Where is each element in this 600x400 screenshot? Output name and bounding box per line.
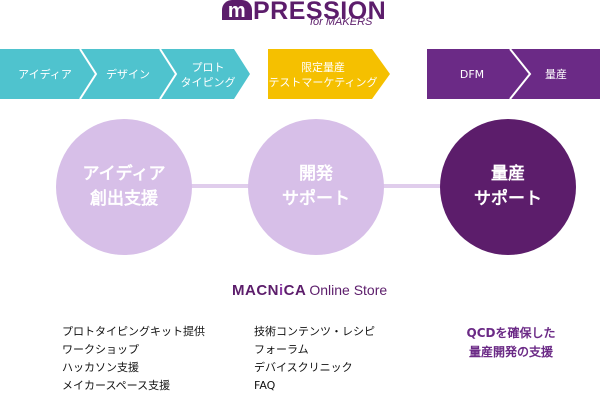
circle-label-line: サポート xyxy=(474,189,542,209)
circle-label-mass-production-support: 量産 サポート xyxy=(448,162,568,212)
circle-label-line: アイディア xyxy=(82,164,166,184)
service-item: ワークショップ xyxy=(62,343,139,356)
chevron-separator xyxy=(509,48,532,100)
chevron-separator xyxy=(79,48,98,100)
circle-idea-support xyxy=(56,119,192,255)
support-text-line: QCDを確保した xyxy=(466,326,556,340)
service-item: プロトタイピングキット提供 xyxy=(62,325,205,338)
arrow-step-idea xyxy=(0,49,96,99)
service-item: メイカースペース支援 xyxy=(62,379,171,392)
service-item: ハッカソン支援 xyxy=(62,361,139,374)
step-label-limited-production: 限定量産 テストマーケティング xyxy=(264,60,382,90)
idea-support-services: プロトタイピングキット提供 ワークショップ ハッカソン支援 メイカースペース支援 xyxy=(62,323,205,395)
brand-part: i xyxy=(279,282,284,299)
circle-mass-production-support xyxy=(440,119,576,255)
step-label-line: DFM xyxy=(459,68,485,81)
step-label-line: テストマーケティング xyxy=(268,76,378,89)
arrow-step-design xyxy=(80,49,176,99)
arrow-limited-production xyxy=(268,49,390,99)
macnica-brand: MACNiCA xyxy=(232,282,306,299)
step-label-mass-production: 量産 xyxy=(528,67,584,82)
circle-label-line: 量産 xyxy=(491,164,525,184)
step-label-line: タイピング xyxy=(180,76,236,89)
support-text-line: 量産開発の支援 xyxy=(468,345,553,359)
circle-development-support xyxy=(248,119,384,255)
service-item: フォーラム xyxy=(254,343,309,356)
service-item: FAQ xyxy=(254,379,276,392)
arrow-step-prototyping xyxy=(160,49,250,99)
step-label-prototyping: プロト タイピング xyxy=(172,60,244,90)
step-label-line: アイディア xyxy=(18,68,72,81)
circle-label-line: 創出支援 xyxy=(90,189,158,209)
circle-label-line: サポート xyxy=(282,189,350,209)
step-label-dfm: DFM xyxy=(440,67,504,82)
brand-part: CA xyxy=(283,282,307,299)
step-label-idea: アイディア xyxy=(8,67,82,82)
arrow-step-dfm xyxy=(427,49,530,99)
arrow-step-mass-production xyxy=(510,49,600,99)
chevron-separator xyxy=(159,48,178,100)
step-label-line: デザイン xyxy=(106,68,150,81)
step-label-line: 量産 xyxy=(545,68,567,81)
service-item: デバイスクリニック xyxy=(254,361,353,374)
step-label-line: 限定量産 xyxy=(301,61,345,74)
logo-m-mark: m xyxy=(222,0,252,22)
service-item: 技術コンテンツ・レシピ xyxy=(254,325,375,338)
development-support-services: 技術コンテンツ・レシピ フォーラム デバイスクリニック FAQ xyxy=(254,323,375,395)
step-label-design: デザイン xyxy=(96,67,160,82)
mass-production-support-text: QCDを確保した 量産開発の支援 xyxy=(451,324,571,362)
logo-main-text: PRESSION xyxy=(253,0,387,25)
mass-stage-arrows xyxy=(427,49,600,99)
online-store-text: Online Store xyxy=(309,282,388,298)
step-label-line: プロト xyxy=(191,61,225,74)
idea-stage-arrows xyxy=(0,49,250,99)
circle-label-idea-support: アイディア 創出支援 xyxy=(64,162,184,212)
circle-label-development-support: 開発 サポート xyxy=(256,162,376,212)
logo-sub-text: for MAKERS xyxy=(310,16,373,28)
brand-part: MACN xyxy=(232,282,279,299)
circle-label-line: 開発 xyxy=(299,164,333,184)
